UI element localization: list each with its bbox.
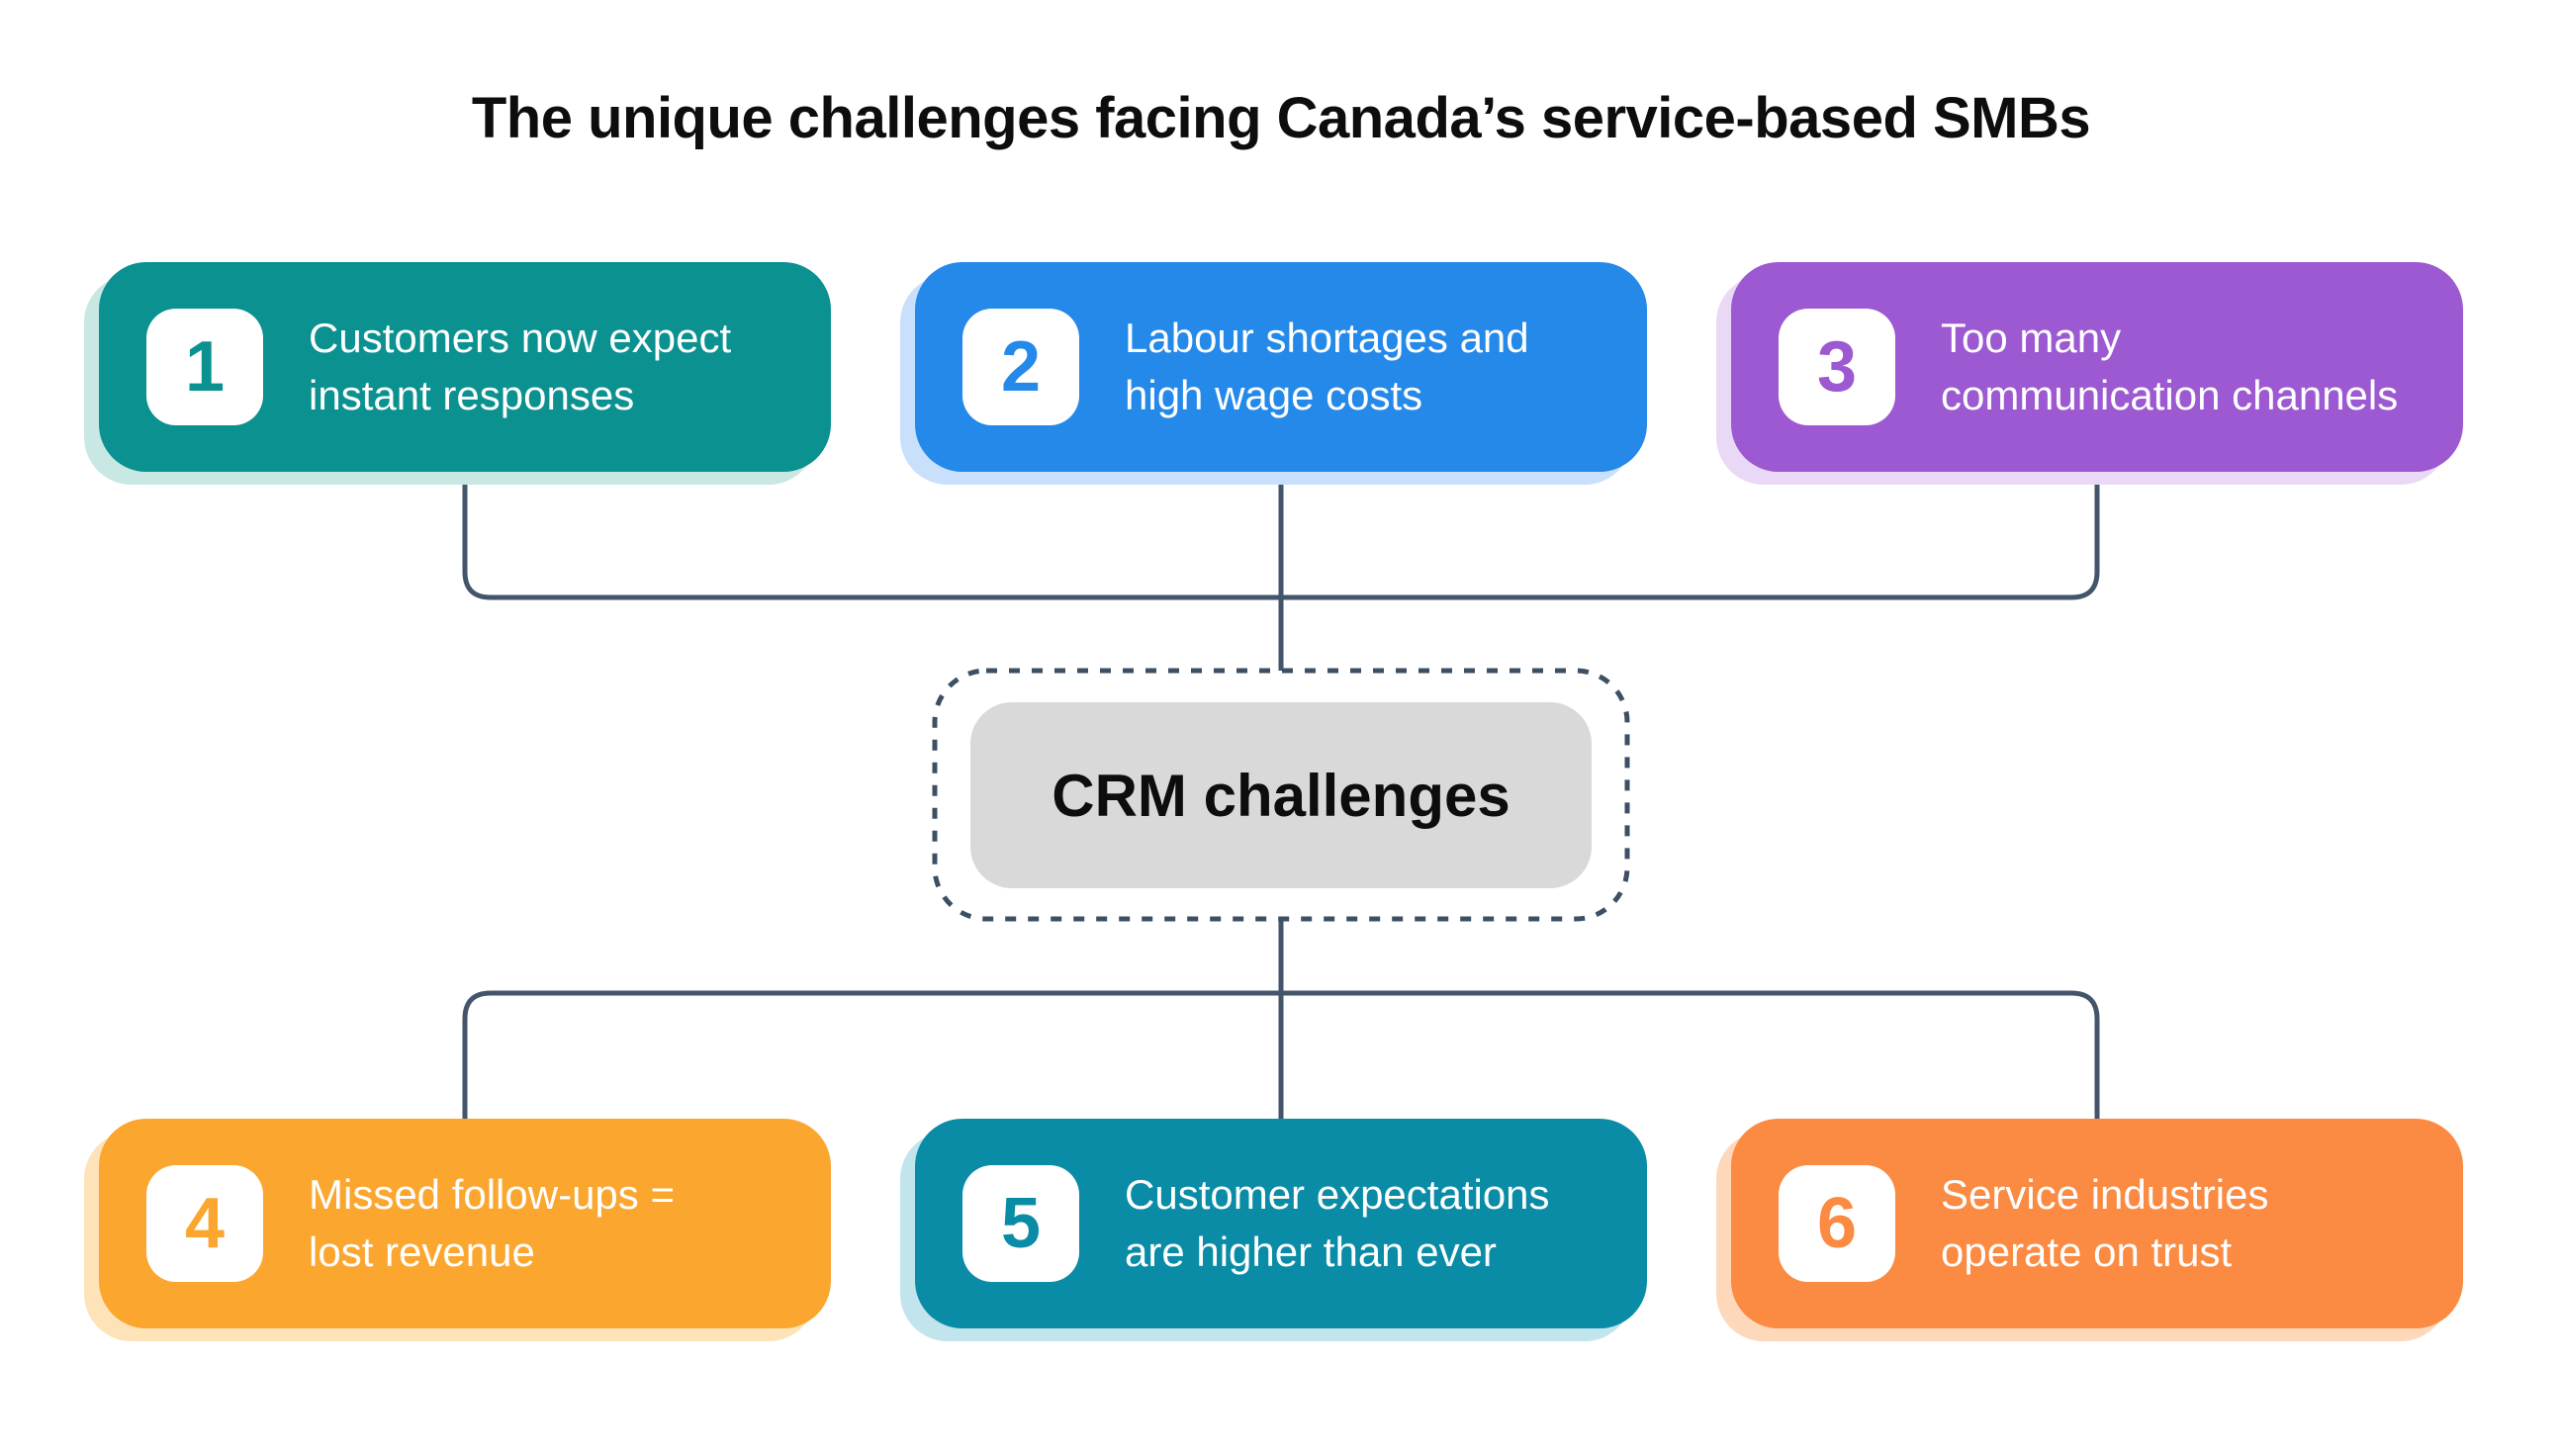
crm-dotted-outline bbox=[932, 668, 1630, 922]
crm-challenges-node: CRM challenges bbox=[970, 702, 1592, 888]
card-label-line2: high wage costs bbox=[1125, 372, 1423, 418]
challenge-card-5: 5 Customer expectations are higher than … bbox=[900, 1119, 1647, 1341]
number-badge: 2 bbox=[962, 309, 1079, 425]
challenge-card-4: 4 Missed follow-ups = lost revenue bbox=[84, 1119, 831, 1341]
card-body: 3 Too many communication channels bbox=[1731, 262, 2463, 472]
number-badge: 1 bbox=[146, 309, 263, 425]
card-label-line1: Customer expectations bbox=[1125, 1171, 1550, 1219]
card-label-line2: are higher than ever bbox=[1125, 1228, 1497, 1275]
number-badge: 3 bbox=[1779, 309, 1895, 425]
card-label-line1: Labour shortages and bbox=[1125, 315, 1529, 362]
card-number: 6 bbox=[1816, 1184, 1858, 1263]
card-label-line2: lost revenue bbox=[309, 1228, 535, 1275]
card-label-line1: Missed follow-ups = bbox=[309, 1171, 675, 1219]
card-label-line2: instant responses bbox=[309, 372, 635, 418]
card-label: Customer expectations are higher than ev… bbox=[1125, 1166, 1550, 1281]
card-label: Service industries operate on trust bbox=[1941, 1166, 2268, 1281]
number-badge: 6 bbox=[1779, 1165, 1895, 1282]
card-number: 4 bbox=[184, 1184, 226, 1263]
card-label: Labour shortages and high wage costs bbox=[1125, 310, 1529, 424]
card-body: 2 Labour shortages and high wage costs bbox=[915, 262, 1647, 472]
card-label-line1: Too many bbox=[1941, 315, 2122, 362]
card-number: 2 bbox=[1000, 327, 1042, 407]
card-number: 5 bbox=[1000, 1184, 1042, 1263]
challenge-card-2: 2 Labour shortages and high wage costs bbox=[900, 262, 1647, 485]
card-label: Missed follow-ups = lost revenue bbox=[309, 1166, 675, 1281]
card-number: 1 bbox=[184, 327, 226, 407]
card-label: Too many communication channels bbox=[1941, 310, 2398, 424]
card-label-line1: Customers now expect bbox=[309, 315, 732, 362]
crm-challenges-label: CRM challenges bbox=[1052, 762, 1510, 829]
card-label: Customers now expect instant responses bbox=[309, 310, 731, 424]
card-body: 1 Customers now expect instant responses bbox=[99, 262, 831, 472]
card-label-line2: operate on trust bbox=[1941, 1228, 2233, 1275]
card-body: 6 Service industries operate on trust bbox=[1731, 1119, 2463, 1328]
number-badge: 4 bbox=[146, 1165, 263, 1282]
page-title: The unique challenges facing Canada’s se… bbox=[471, 86, 2091, 150]
card-label-line1: Service industries bbox=[1941, 1171, 2269, 1219]
number-badge: 5 bbox=[962, 1165, 1079, 1282]
challenge-card-6: 6 Service industries operate on trust bbox=[1716, 1119, 2463, 1341]
connector-bottom-bracket bbox=[462, 990, 2100, 1120]
challenge-card-3: 3 Too many communication channels bbox=[1716, 262, 2463, 485]
card-label-line2: communication channels bbox=[1941, 372, 2399, 418]
card-body: 4 Missed follow-ups = lost revenue bbox=[99, 1119, 831, 1328]
card-body: 5 Customer expectations are higher than … bbox=[915, 1119, 1647, 1328]
card-number: 3 bbox=[1816, 327, 1858, 407]
challenge-card-1: 1 Customers now expect instant responses bbox=[84, 262, 831, 485]
